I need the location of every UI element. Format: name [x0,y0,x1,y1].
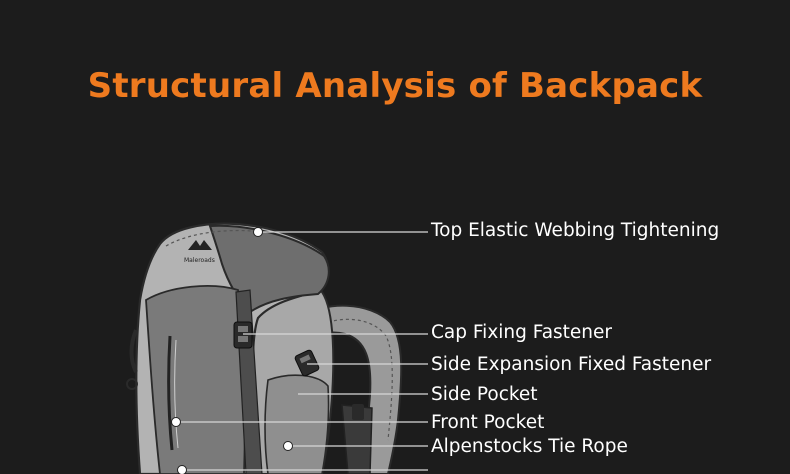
anchor-dot-tie-rope [283,441,293,451]
front-pocket-zipper-highlight [174,339,179,449]
side-pocket [264,374,330,474]
front-pocket-zipper [167,335,174,451]
callout-side-expansion-fastener: Side Expansion Fixed Fastener [431,354,712,375]
front-dark-panel [145,285,247,474]
anchor-dot-front-pocket [171,417,181,427]
brand-logo: Maleroads [184,240,215,264]
side-loop [129,329,138,373]
anchor-dot-top-webbing [253,227,263,237]
side-loop-ring [126,378,138,390]
page-title: Structural Analysis of Backpack [87,66,703,106]
strap-stitching [311,318,393,441]
brand-logo-text: Maleroads [184,257,215,264]
cap-fixing-fastener-icon [233,321,253,349]
anchor-dot-bottom [177,465,187,474]
callout-front-pocket: Front Pocket [431,412,545,433]
callout-cap-fixing-fastener: Cap Fixing Fastener [431,322,613,343]
callout-alpenstocks-tie-rope: Alpenstocks Tie Rope [431,436,628,457]
side-buckle-icon [352,404,364,420]
side-expansion-fastener-icon [294,349,320,377]
top-lid [208,224,330,314]
callout-side-pocket: Side Pocket [431,384,538,405]
callout-top-elastic-webbing: Top Elastic Webbing Tightening [431,220,720,241]
